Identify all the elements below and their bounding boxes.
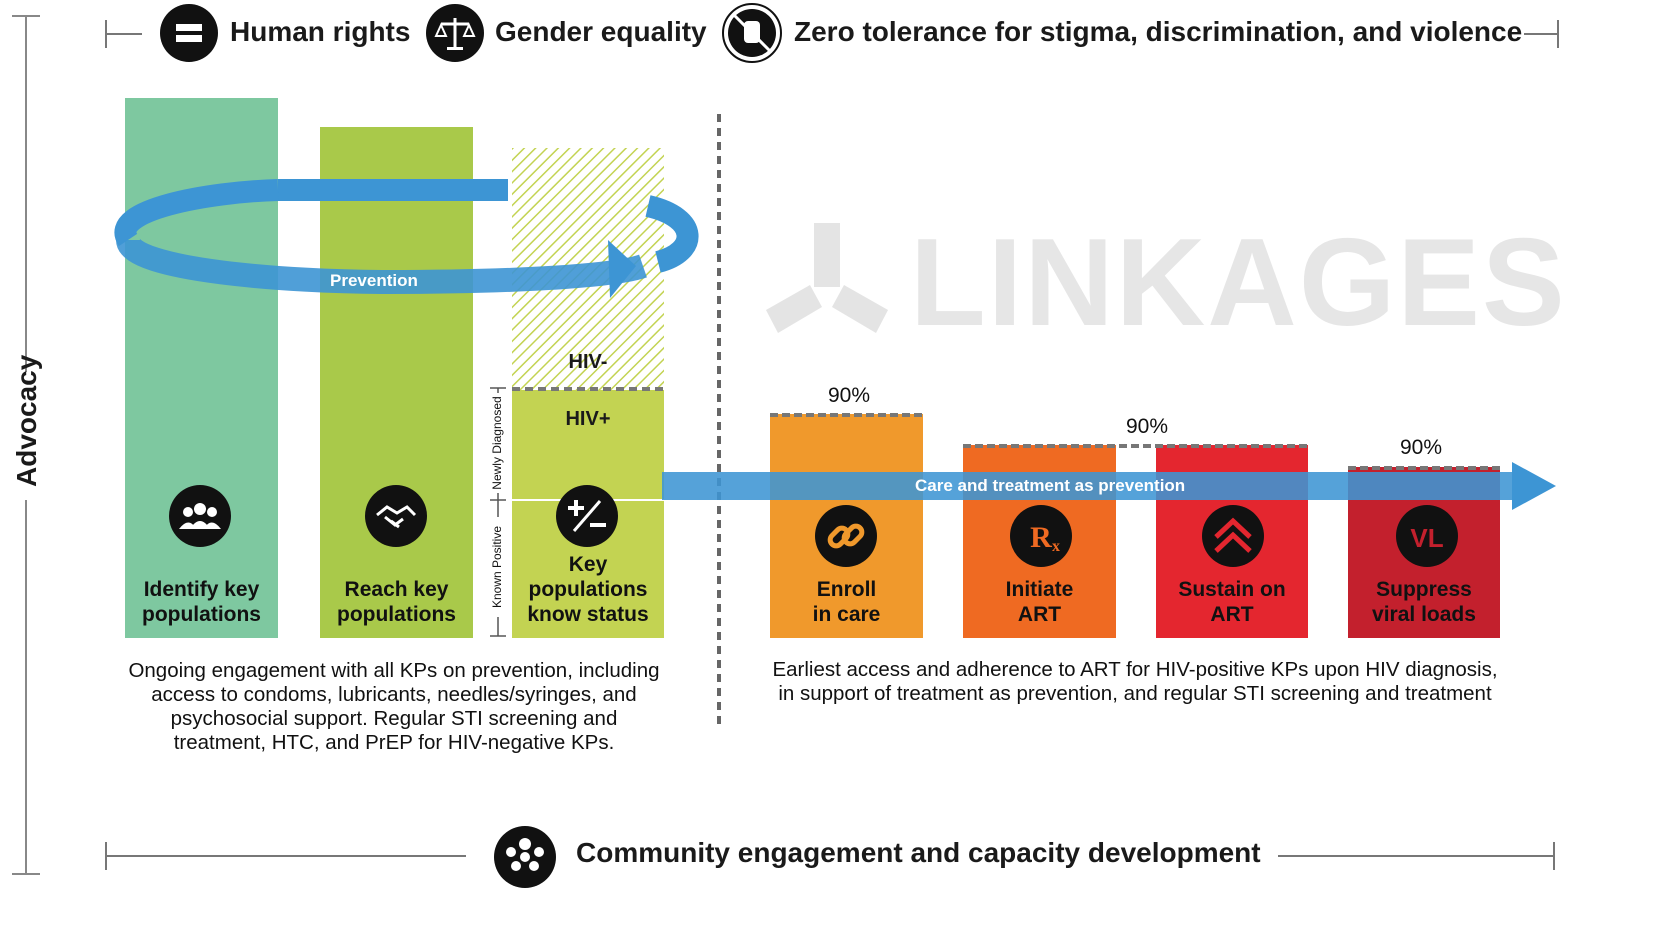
hiv-divider [512,387,664,391]
stop-hand-icon [722,3,782,63]
newly-diagnosed-label: Newly Diagnosed [490,393,504,493]
people-group-icon [169,485,231,547]
target-lines [770,413,1500,470]
prevention-label: Prevention [330,271,418,290]
gender-equality-label: Gender equality [495,16,707,47]
advocacy-bracket [12,15,40,875]
human-rights-label: Human rights [230,16,411,47]
header-bracket [105,20,1559,48]
link-chain-icon [815,505,877,567]
handshake-icon [365,485,427,547]
care-arrow [662,462,1556,510]
prevention-description: Ongoing engagement with all KPs on preve… [128,659,660,754]
community-icon [494,826,556,888]
svg-text:VL: VL [1410,523,1443,553]
double-chevron-up-icon [1202,505,1264,567]
hiv-positive-label: HIV+ [565,408,611,430]
zero-tolerance-label: Zero tolerance for stigma, discriminatio… [794,16,1523,47]
section-divider [717,114,721,729]
percent-sustain: 90% [1126,415,1169,438]
svg-text:R: R [1030,521,1052,554]
equals-icon [160,4,218,62]
percent-suppress: 90% [1400,436,1443,459]
known-positive-label: Known Positive [490,517,504,617]
vl-icon: VL [1396,505,1458,567]
prevention-loop [114,179,699,298]
footer-bracket [105,842,1555,870]
linkages-logo-icon [766,223,888,333]
advocacy-label: Advocacy [11,354,42,487]
footer-label: Community engagement and capacity develo… [576,837,1261,868]
svg-text:x: x [1052,538,1060,555]
treatment-description: Earliest access and adherence to ART for… [772,658,1498,705]
care-label: Care and treatment as prevention [915,476,1186,495]
plus-minus-icon [556,485,618,547]
hiv-negative-label: HIV- [568,351,608,373]
percent-enroll: 90% [828,384,871,407]
scales-icon [426,4,484,62]
linkages-watermark: LINKAGES [910,214,1567,352]
bar-reach [320,127,473,638]
